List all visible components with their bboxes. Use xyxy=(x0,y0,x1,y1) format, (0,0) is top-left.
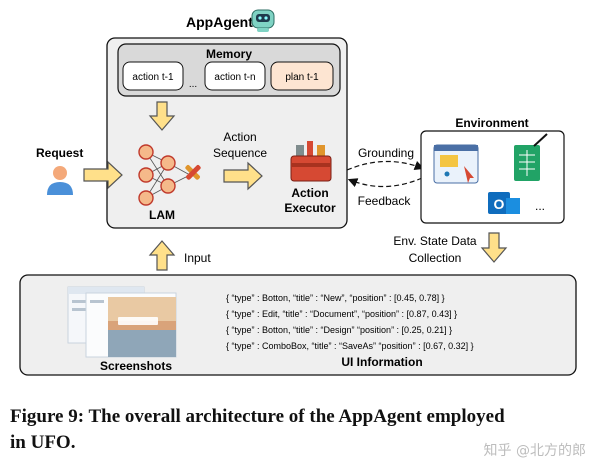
ui-info-line: { “type” : ComboBox, “title” : “SaveAs” … xyxy=(226,341,474,351)
feedback-arrow xyxy=(347,177,423,188)
memory-item-plan-t-1 xyxy=(270,61,334,91)
memory-ellipsis: ... xyxy=(189,79,197,90)
toolbox-icon xyxy=(290,141,332,182)
env-state-arrow xyxy=(480,232,508,263)
grounding-arrow xyxy=(346,160,425,171)
watermark: 知乎 @北方的郎 xyxy=(483,443,586,459)
memory-item-label: action t-1 xyxy=(132,72,174,83)
action-sequence-line2: Sequence xyxy=(213,146,267,160)
neuron-nodes xyxy=(138,144,176,206)
memory-item-label: action t-n xyxy=(214,72,255,83)
caption-line2: in UFO. xyxy=(10,432,76,453)
input-label: Input xyxy=(184,251,211,265)
request-to-lam-arrow xyxy=(83,160,123,190)
robot-icon xyxy=(251,9,275,32)
appagent-title: AppAgent xyxy=(186,14,253,30)
memory-title: Memory xyxy=(206,47,252,61)
env-state-line1: Env. State Data xyxy=(393,234,476,248)
environment-ellipsis: ... xyxy=(535,199,545,213)
grounding-label: Grounding xyxy=(358,146,414,160)
input-arrow xyxy=(148,240,176,271)
ui-information-title: UI Information xyxy=(341,355,422,369)
svg-text:O: O xyxy=(494,196,505,212)
app-window-icon xyxy=(433,144,479,184)
ui-info-line: { “type” : Botton, “title” : “Design” “p… xyxy=(226,325,452,335)
person-icon xyxy=(47,166,73,195)
action-executor-line1: Action xyxy=(291,186,328,200)
memory-to-lam-arrow xyxy=(148,101,176,131)
feedback-label: Feedback xyxy=(358,194,412,208)
figure-caption: Figure 9: The overall architecture of th… xyxy=(10,404,590,456)
screenshots-image xyxy=(67,286,177,358)
tools-icon xyxy=(185,165,201,180)
ui-info-line: { “type” : Edit, “title” : “Document”, “… xyxy=(226,309,457,319)
action-sequence-line1: Action xyxy=(223,130,256,144)
lam-to-executor-arrow xyxy=(223,161,263,191)
memory-item-label: plan t-1 xyxy=(285,72,319,83)
request-label: Request xyxy=(36,146,83,160)
env-state-line2: Collection xyxy=(409,251,462,265)
caption-line1: Figure 9: The overall architecture of th… xyxy=(10,406,505,427)
memory-item-action-t-1 xyxy=(122,61,184,91)
spreadsheet-icon xyxy=(514,133,548,181)
action-executor-line2: Executor xyxy=(284,201,336,215)
environment-title: Environment xyxy=(455,116,528,130)
lam-label: LAM xyxy=(149,208,175,222)
outlook-icon: O xyxy=(488,192,520,214)
memory-item-action-t-n xyxy=(204,61,266,91)
screenshots-label: Screenshots xyxy=(100,359,172,373)
ui-info-line: { “type” : Botton, “title” : “New”, “pos… xyxy=(226,293,445,303)
